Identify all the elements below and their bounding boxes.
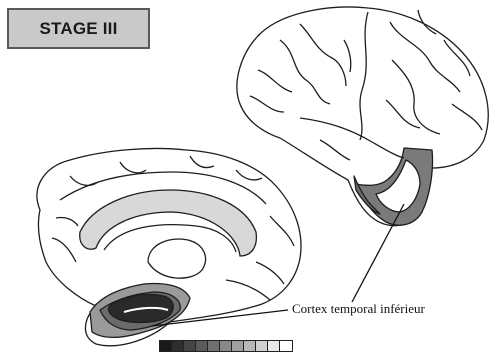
scale-swatch (268, 341, 280, 351)
scale-swatch (220, 341, 232, 351)
intensity-scale-bar (159, 340, 293, 352)
callout-label: Cortex temporal inférieur (292, 301, 425, 317)
scale-swatch (256, 341, 268, 351)
scale-swatch (196, 341, 208, 351)
scale-swatch (244, 341, 256, 351)
scale-swatch (208, 341, 220, 351)
scale-swatch (232, 341, 244, 351)
scale-swatch (280, 341, 292, 351)
medial-brain-view (37, 148, 301, 345)
scale-swatch (184, 341, 196, 351)
scale-swatch (160, 341, 172, 351)
scale-swatch (172, 341, 184, 351)
